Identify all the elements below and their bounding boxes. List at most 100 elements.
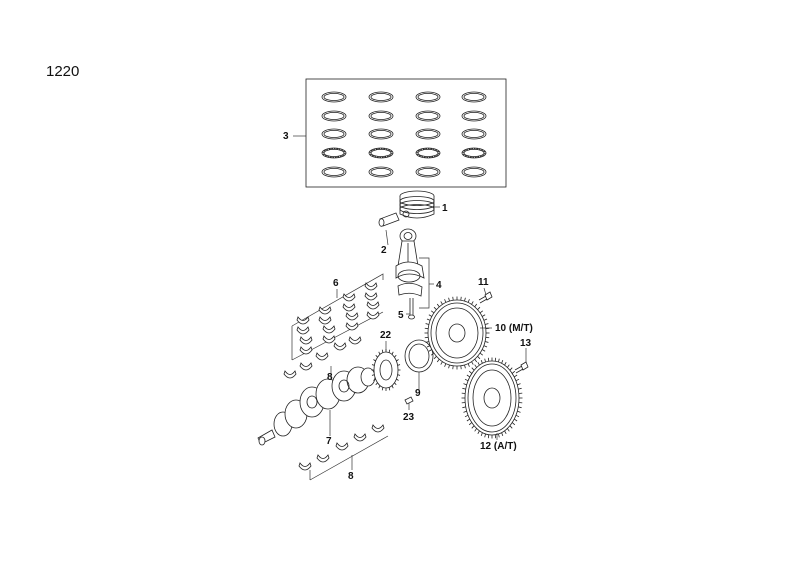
flywheel-bolt (478, 291, 493, 304)
conrod-bearing-shell (322, 325, 336, 334)
reluctor-tooth (391, 385, 394, 389)
drive-plate-tooth (511, 370, 516, 374)
piston-ring-inner (417, 148, 439, 157)
ring-set-frame (305, 78, 507, 188)
conrod-bearing-shells (296, 282, 380, 355)
piston-ring-inner (323, 112, 345, 121)
drive-plate-tooth (471, 425, 475, 429)
piston-ring-inner (323, 129, 345, 138)
piston-ring (461, 147, 487, 159)
main-bearing-lower-set (298, 424, 389, 481)
conrod-bearing-set (291, 273, 384, 361)
connecting-rod (395, 228, 425, 297)
flywheel-tooth (425, 323, 430, 325)
flywheel-tooth (444, 299, 447, 303)
drive-plate-tooth (509, 425, 513, 429)
callout-11: 11 (478, 277, 489, 288)
drive-plate-tooth (517, 383, 521, 386)
drive-plate-tooth (513, 374, 518, 378)
flywheel-tooth (425, 341, 430, 343)
flywheel-tooth (484, 323, 489, 325)
drive-plate-bolt (514, 361, 529, 374)
piston-ring (321, 128, 347, 140)
callout-12: 12 (A/T) (480, 441, 517, 452)
piston-ring-inner (463, 129, 485, 138)
main-bearing-shell (316, 454, 330, 463)
reluctor-tooth (381, 349, 384, 353)
crankshaft (257, 366, 376, 446)
callout-23: 23 (403, 412, 415, 423)
main-bearing-upper-shells (283, 336, 362, 379)
drive-plate-tooth (466, 418, 471, 422)
reluctor-tooth (388, 349, 391, 353)
dowel-pin (404, 396, 414, 405)
reluctor-tooth (378, 385, 381, 389)
flywheel-tooth (436, 303, 440, 308)
conrod-bearing-shell (342, 303, 356, 312)
conrod-bearing-shell (299, 336, 313, 345)
piston-ring (415, 91, 441, 103)
drive-plate-tooth (498, 358, 500, 363)
piston-ring (368, 147, 394, 159)
drive-plate-tooth (517, 410, 521, 413)
flywheel-tooth (440, 301, 443, 305)
callout-7: 7 (326, 436, 332, 447)
drive-plate-tooth (471, 367, 475, 371)
reluctor-tooth (396, 359, 399, 362)
rear-oil-seal (404, 339, 434, 373)
drive-plate-tooth (515, 378, 520, 382)
drive-plate-tooth (466, 374, 471, 378)
piston-ring-inner (323, 93, 345, 102)
drive-plate-tooth (484, 358, 486, 363)
main-bearing-shell (283, 370, 297, 379)
flywheel-tooth (484, 341, 489, 343)
reluctor-ring (371, 349, 401, 391)
callout-13: 13 (520, 338, 532, 349)
reluctor-tooth (371, 374, 375, 376)
piston-ring (461, 91, 487, 103)
drive-plate (461, 357, 523, 439)
reluctor-tooth (394, 354, 397, 358)
conrod-bearing-shell (322, 335, 336, 344)
drive-plate-tooth (462, 387, 466, 390)
flywheel-tooth (481, 349, 486, 352)
piston-ring (321, 91, 347, 103)
flywheel-tooth (477, 356, 481, 360)
drive-plate-tooth (474, 364, 477, 368)
conrod-bearing-shell (296, 326, 310, 335)
conrod-bearing-shell (364, 282, 378, 291)
main-bearing-shell (333, 342, 347, 351)
piston-ring-inner (417, 93, 439, 102)
callout-3: 3 (283, 131, 289, 142)
conrod-bearing-shell (345, 312, 359, 321)
reluctor-tooth (394, 382, 397, 386)
drive-plate-tooth (518, 387, 522, 390)
piston-ring-inner (370, 112, 392, 121)
conrod-bearing-shell (318, 316, 332, 325)
callout-2: 2 (381, 245, 387, 256)
piston-ring-inner (370, 148, 392, 157)
flywheel-tooth (479, 310, 484, 314)
main-bearing-shell (315, 352, 329, 361)
piston-pin (378, 212, 400, 227)
oil-ring-rail (416, 148, 440, 158)
flywheel-tooth (448, 364, 450, 369)
flywheel-tooth (464, 297, 466, 302)
piston-ring (368, 110, 394, 122)
reluctor-tooth (375, 354, 378, 358)
piston-ring-inner (463, 93, 485, 102)
flywheel (424, 296, 490, 370)
flywheel-tooth (444, 363, 447, 367)
piston-ring (321, 166, 347, 178)
page-number: 1220 (46, 63, 79, 80)
drive-plate-tooth (463, 383, 467, 386)
piston-ring (415, 128, 441, 140)
flywheel-tooth (464, 364, 466, 369)
drive-plate-tooth (504, 430, 507, 435)
drive-plate-tooth (511, 422, 516, 426)
conrod-bearing-shell (342, 293, 356, 302)
conrod-bearing-shell (366, 301, 380, 310)
piston-ring-inner (463, 148, 485, 157)
flywheel-tooth (471, 301, 474, 305)
